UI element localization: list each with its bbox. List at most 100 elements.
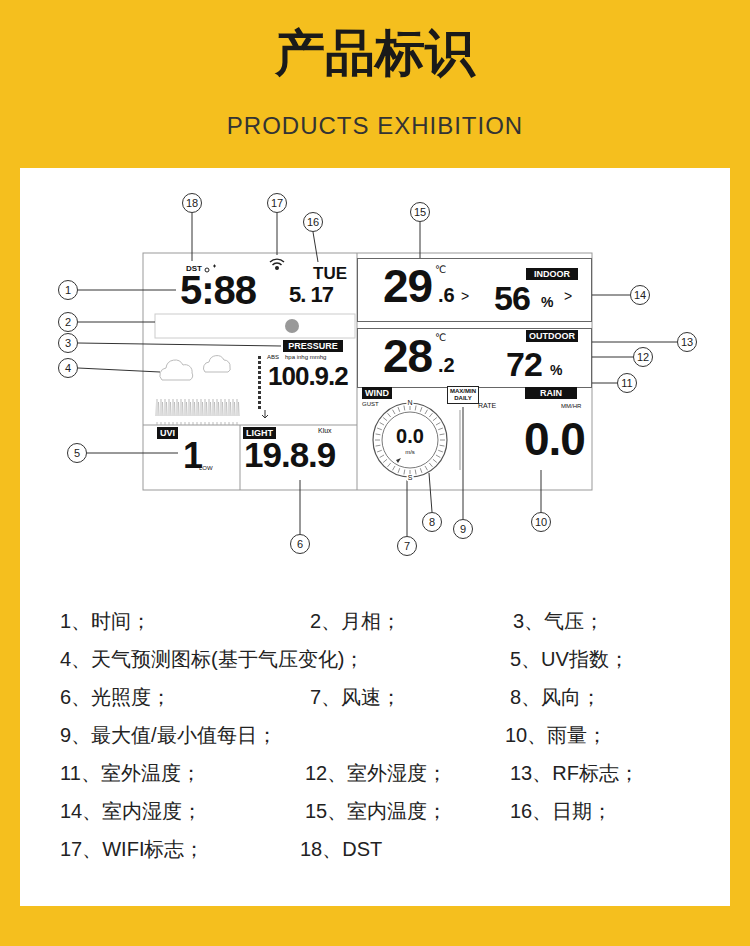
callout-number: 7 <box>397 536 417 556</box>
callout-label: 10 <box>535 517 547 528</box>
legend-note: 7、风速； <box>310 687 401 707</box>
compass-tick <box>440 445 445 447</box>
lcd-text: ABS <box>267 354 279 360</box>
callout-number: 17 <box>267 193 287 213</box>
callout-number: 8 <box>422 512 442 532</box>
legend-note: 18、DST <box>300 839 382 859</box>
lcd-reading: 56 <box>494 281 530 315</box>
callout-number: 6 <box>290 534 310 554</box>
callout-label: 6 <box>297 539 303 550</box>
compass <box>373 403 447 477</box>
callout-number: 15 <box>410 202 430 222</box>
tag-label: OUTDOOR <box>529 331 575 341</box>
lcd-text: 0.0 <box>524 416 585 462</box>
lcd-reading: 72 <box>506 347 542 381</box>
callout-label: 14 <box>634 290 646 301</box>
lcd-tag: WIND <box>362 387 392 399</box>
compass-tick <box>436 423 440 426</box>
subtitle: PRODUCTS EXHIBITION <box>227 114 523 138</box>
compass-tick <box>433 459 437 462</box>
legend-note: 17、WIFI标志； <box>60 839 204 859</box>
compass-tick <box>436 455 440 458</box>
display-panel: 28℃.272%OUTDOOR <box>357 328 592 388</box>
moon-icon <box>285 319 299 333</box>
legend-note: 5、UV指数； <box>510 649 629 669</box>
compass-tick <box>438 428 443 430</box>
bar-segment <box>258 376 261 379</box>
callout-label: 15 <box>414 207 426 218</box>
lcd-text: RATE <box>478 402 496 409</box>
compass-tick <box>380 455 384 458</box>
compass-tick <box>420 407 422 412</box>
lcd-tag: INDOOR <box>526 268 578 280</box>
callout-label: 2 <box>65 317 71 328</box>
callout-label: 4 <box>65 363 71 374</box>
callout-number: 18 <box>182 193 202 213</box>
cloud-icon <box>160 356 230 380</box>
compass-tick <box>438 450 443 452</box>
lcd-text: 100.9.2 <box>268 363 348 389</box>
callout-label: 13 <box>681 337 693 348</box>
lcd-reading: > <box>461 289 469 303</box>
tag-label: INDOOR <box>529 269 575 279</box>
legend-note: 12、室外湿度； <box>305 763 447 783</box>
compass-tick <box>425 466 428 470</box>
callout-label: 1 <box>65 285 71 296</box>
legend-note: 3、气压； <box>513 611 604 631</box>
compass-tick <box>388 413 391 417</box>
lcd-reading: .6 <box>438 285 455 305</box>
callout-number: 11 <box>617 373 637 393</box>
bar-segment <box>258 401 261 404</box>
bar-segment <box>258 381 261 384</box>
compass-tick <box>415 470 417 475</box>
legend-note: 10、雨量； <box>505 725 607 745</box>
compass-tick <box>388 463 391 467</box>
callout-number: 3 <box>58 333 78 353</box>
lcd-text: LOW <box>199 465 213 471</box>
lcd-text: S <box>407 474 414 481</box>
compass-tick <box>398 468 400 473</box>
compass-tick <box>429 463 432 467</box>
compass-tick <box>377 450 382 452</box>
legend-note: 15、室内温度； <box>305 801 447 821</box>
lcd-text: hpa inhg mmhg <box>285 354 326 360</box>
legend-note: 14、室内湿度； <box>60 801 202 821</box>
callout-number: 2 <box>58 312 78 332</box>
legend-note: 6、光照度； <box>60 687 171 707</box>
tag-label: DAILY <box>450 395 476 402</box>
callout-number: 16 <box>303 212 323 232</box>
compass-tick <box>415 406 417 411</box>
tag-label: WIND <box>365 388 389 398</box>
bar-segment <box>258 391 261 394</box>
callout-label: 5 <box>74 448 80 459</box>
bar-segment <box>258 396 261 399</box>
pressure-bar <box>258 356 261 409</box>
tag-label: UVI <box>160 428 175 438</box>
lcd-tag: PRESSURE <box>283 340 343 352</box>
lcd-divider <box>240 425 241 490</box>
tag-label: LIGHT <box>246 428 273 438</box>
compass-tick <box>376 433 381 435</box>
callout-number: 12 <box>633 347 653 367</box>
legend-note: 8、风向； <box>510 687 601 707</box>
compass-tick <box>433 418 437 421</box>
lcd-display <box>143 253 592 490</box>
callout-number: 10 <box>531 512 551 532</box>
bar-segment <box>258 356 261 359</box>
lcd-reading: % <box>550 363 562 377</box>
tag-label: RAIN <box>528 388 574 398</box>
lcd-text: 0.0 <box>396 426 424 446</box>
compass-tick <box>403 406 405 411</box>
callout-label: 9 <box>460 524 466 535</box>
lcd-reading: % <box>541 295 553 309</box>
compass-tick <box>420 468 422 473</box>
compass-tick <box>383 418 387 421</box>
lcd-reading: .2 <box>438 355 455 375</box>
compass-tick <box>376 445 381 447</box>
lcd-reading: 29 <box>383 263 432 309</box>
lcd-text: MM/HR <box>561 403 581 409</box>
lcd-tag: UVI <box>157 427 178 439</box>
lcd-tag: OUTDOOR <box>526 330 578 342</box>
grass-icon <box>155 399 240 425</box>
callout-number: 9 <box>453 519 473 539</box>
